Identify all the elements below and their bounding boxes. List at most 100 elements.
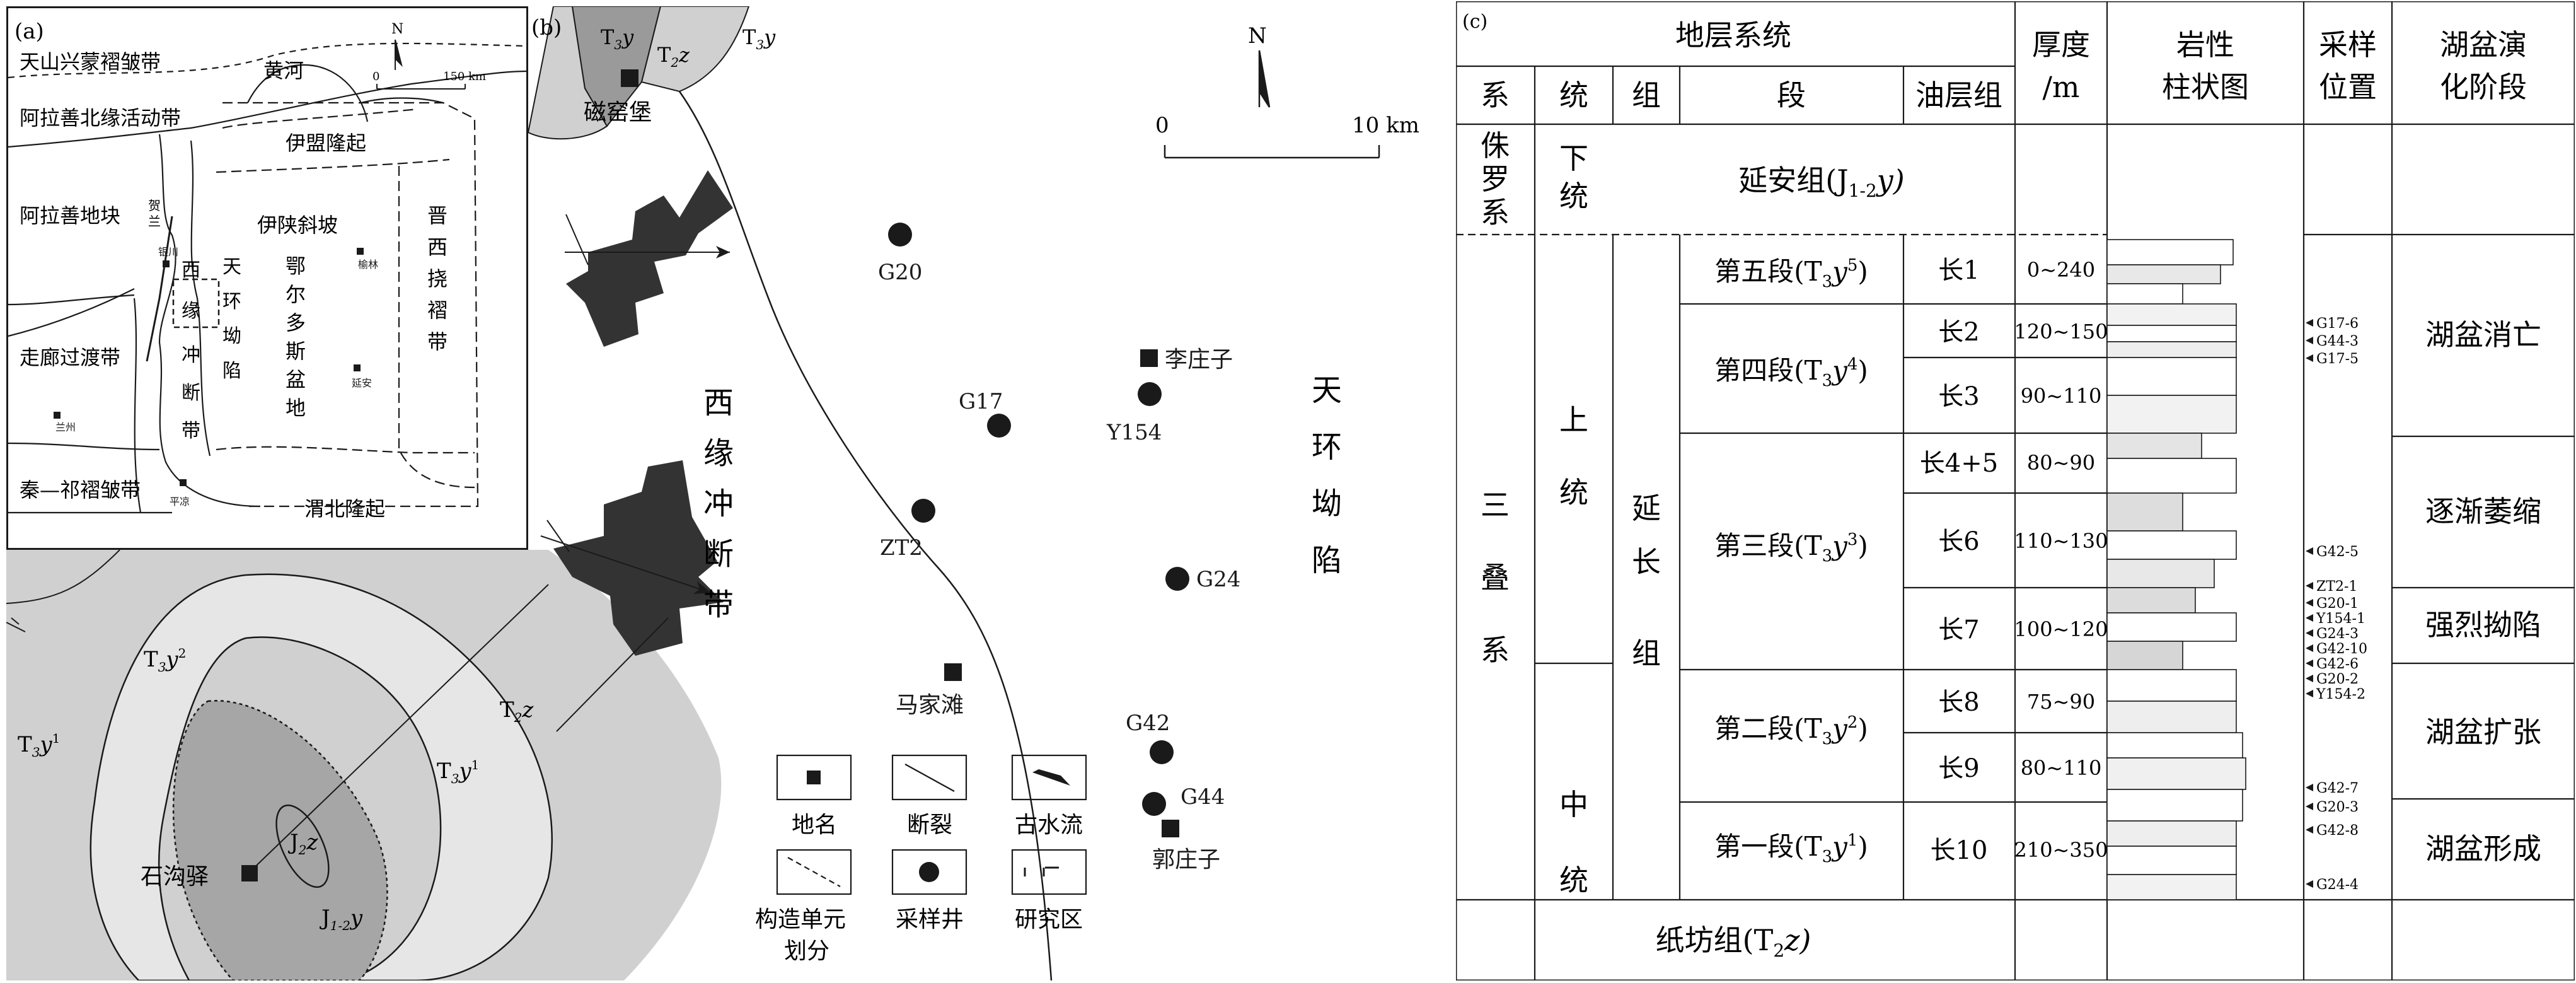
top-unit-labels: T3y T2z T3y xyxy=(601,25,776,70)
strat-table-svg: (c) 地层系统 厚度 /m 岩性 柱状图 采样 位置 湖盆演 化阶段 系 统 … xyxy=(1455,0,2576,982)
oil-group-chang9: 长9 xyxy=(1938,754,1979,783)
zhifang-formation: 纸坊组(T2z) xyxy=(1656,923,1811,961)
oil-group-chang3: 长3 xyxy=(1938,382,1979,411)
svg-text:多: 多 xyxy=(286,311,306,335)
svg-text:缘: 缘 xyxy=(703,436,734,471)
svg-text:T3y: T3y xyxy=(601,25,634,52)
svg-text:坳: 坳 xyxy=(222,325,241,347)
block-jinxi-vertical: 晋 西 挠 褶 带 xyxy=(427,204,448,354)
svg-text:冲: 冲 xyxy=(182,344,200,366)
scale-bar-b: 0 10 km xyxy=(1155,113,1419,159)
svg-text:断: 断 xyxy=(182,382,200,404)
svg-text:天: 天 xyxy=(222,256,241,278)
river-huanghe: 黄河 xyxy=(263,59,304,83)
study-map-svg: T3y T2z T3y 磁窑堡 (b) N 0 10 km 西 缘 冲 断 带 … xyxy=(527,6,1419,981)
svg-text:0: 0 xyxy=(373,70,379,83)
member-3: 第三段(T3y3) xyxy=(1714,530,1868,566)
legend-label-paleocurrent: 古水流 xyxy=(1015,812,1083,838)
well-G17 xyxy=(987,414,1011,438)
svg-text:贺: 贺 xyxy=(148,198,161,213)
thickness-chang3: 90~110 xyxy=(2021,384,2102,408)
block-alashan: 阿拉善地块 xyxy=(20,204,120,228)
unit-j2z-area xyxy=(275,804,330,888)
town-label-shigouyi: 石沟驿 xyxy=(141,864,209,890)
header-thickness: 厚度 xyxy=(2032,28,2090,62)
triassic-cells: 三 叠 系 上 统 中 统 延 长 组 xyxy=(1481,403,1661,897)
svg-text:带: 带 xyxy=(703,587,734,622)
svg-text:ZT2: ZT2 xyxy=(880,535,923,561)
svg-text:G24-3: G24-3 xyxy=(2316,626,2359,642)
unit-t2z-top xyxy=(571,6,662,127)
svg-text:晋: 晋 xyxy=(427,204,448,228)
subheader-member: 段 xyxy=(1777,78,1806,112)
member-1: 第一段(T3y1) xyxy=(1714,831,1868,866)
member-cells: 第五段(T3y5) 第四段(T3y4) 第三段(T3y3) 第二段(T3y2) … xyxy=(1714,256,1868,866)
svg-text:G17-6: G17-6 xyxy=(2316,316,2359,332)
panel-a-label: (a) xyxy=(14,19,44,44)
svg-text:化阶段: 化阶段 xyxy=(2440,70,2527,104)
svg-text:平凉: 平凉 xyxy=(170,496,190,508)
svg-text:G44: G44 xyxy=(1181,784,1225,810)
yanan-formation: 延安组(J1-2y) xyxy=(1738,163,1904,201)
svg-text:挠: 挠 xyxy=(427,267,448,291)
svg-text:G42-10: G42-10 xyxy=(2316,641,2367,657)
stage-formation: 湖盆形成 xyxy=(2425,832,2541,866)
svg-text:环: 环 xyxy=(1312,429,1342,465)
legend-label-fault: 断裂 xyxy=(907,812,952,838)
svg-text:延安: 延安 xyxy=(352,377,372,389)
unit-labels: T3y1 T3y2 T2z T3y1 J2z J1-2y xyxy=(18,646,534,933)
table-headers: 地层系统 厚度 /m 岩性 柱状图 采样 位置 湖盆演 化阶段 系 统 组 段 … xyxy=(1481,18,2527,112)
thickness-chang10: 210~350 xyxy=(2014,838,2108,862)
well-G44 xyxy=(1142,792,1166,816)
jurassic-cells: 侏 罗 系 下 统 延安组(J1-2y) xyxy=(1481,129,1905,230)
unit-t3y-top-right xyxy=(640,6,750,93)
header-strata-system: 地层系统 xyxy=(1675,18,1791,52)
svg-text:T3y2: T3y2 xyxy=(144,646,186,675)
svg-text:ZT2-1: ZT2-1 xyxy=(2316,579,2357,595)
svg-text:兰州: 兰州 xyxy=(55,421,76,433)
svg-text:陷: 陷 xyxy=(1312,543,1342,578)
subheader-oil-group: 油层组 xyxy=(1915,78,2002,112)
svg-text:天: 天 xyxy=(1312,373,1342,408)
svg-text:李庄子: 李庄子 xyxy=(1165,347,1233,373)
geology-map-svg: 石沟驿 T3y1 T3y2 T2z T3y1 J2z J1-2y xyxy=(6,549,731,982)
north-arrow-a: N xyxy=(391,21,403,70)
block-yishan: 伊陕斜坡 xyxy=(257,213,338,237)
svg-text:统: 统 xyxy=(1559,179,1588,213)
panel-b-label: (b) xyxy=(531,15,562,40)
sampling-wells: G20 G17 ZT2 Y154 G24 G42 G44 xyxy=(878,223,1240,816)
panel-local-geology-map: 石沟驿 T3y1 T3y2 T2z T3y1 J2z J1-2y xyxy=(6,549,731,982)
tianhuan-label-a: 天 环 坳 陷 xyxy=(222,256,241,382)
legend-label-well: 采样井 xyxy=(896,907,964,933)
member-5: 第五段(T3y5) xyxy=(1714,256,1868,291)
svg-text:J2z: J2z xyxy=(288,830,318,858)
svg-text:盆: 盆 xyxy=(286,368,306,392)
svg-text:尔: 尔 xyxy=(286,282,306,306)
legend-label-place: 地名 xyxy=(792,812,837,838)
svg-text:长: 长 xyxy=(1632,545,1661,579)
svg-text:断: 断 xyxy=(703,537,734,572)
svg-text:柱状图: 柱状图 xyxy=(2162,70,2249,104)
header-lithology: 岩性 xyxy=(2176,28,2234,62)
svg-text:T3y1: T3y1 xyxy=(437,757,479,786)
svg-text:Y154-2: Y154-2 xyxy=(2316,687,2365,702)
svg-text:系: 系 xyxy=(1481,195,1510,230)
thickness-chang2: 120~150 xyxy=(2014,320,2108,344)
stage-extinction: 湖盆消亡 xyxy=(2425,318,2541,352)
svg-text:缘: 缘 xyxy=(182,300,200,322)
svg-text:鄂: 鄂 xyxy=(286,254,306,278)
scale-bar-a: 0 150 km xyxy=(373,70,486,90)
legend-well-icon xyxy=(919,862,939,882)
svg-text:G24-4: G24-4 xyxy=(2316,877,2359,893)
svg-text:叠: 叠 xyxy=(1481,561,1510,595)
well-G42 xyxy=(1150,740,1174,764)
thickness-chang6: 110~130 xyxy=(2014,529,2108,553)
legend-place-icon xyxy=(807,771,821,784)
block-weibei: 渭北隆起 xyxy=(304,497,385,521)
header-basin-stage: 湖盆演 xyxy=(2440,28,2527,62)
svg-text:统: 统 xyxy=(1559,475,1588,509)
legend-label-division: 划分 xyxy=(784,938,829,964)
panel-b-study-area-map: T3y T2z T3y 磁窑堡 (b) N 0 10 km 西 缘 冲 断 带 … xyxy=(527,6,1456,981)
svg-text:地: 地 xyxy=(286,396,306,420)
svg-text:/m: /m xyxy=(2042,70,2079,104)
